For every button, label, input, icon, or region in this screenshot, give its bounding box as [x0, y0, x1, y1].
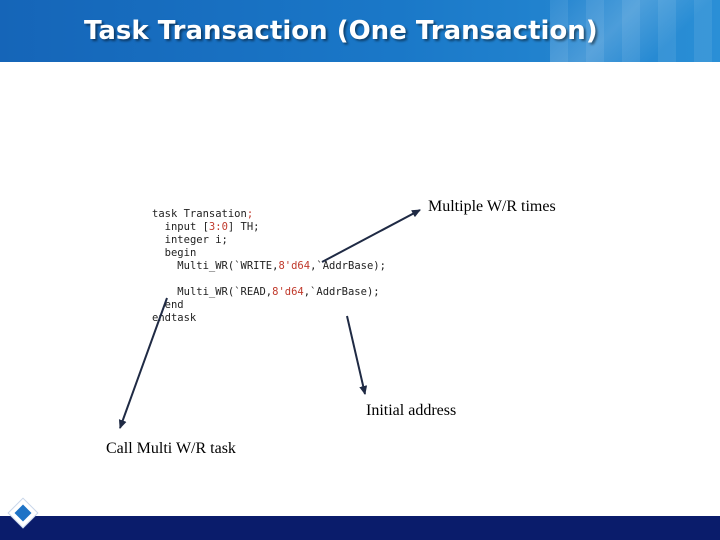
code-line: end [164, 299, 184, 311]
footer-bar [0, 516, 720, 540]
title-bar-decoration [550, 0, 720, 62]
label-multiple-wr-times: Multiple W/R times [428, 198, 556, 215]
label-initial-address: Initial address [366, 402, 457, 419]
code-snippet: task Transation; input [3:0] TH; integer… [152, 208, 386, 325]
label-call-multi-wr-task: Call Multi W/R task [106, 440, 236, 457]
arrow-call-multi-wr-task [118, 297, 168, 429]
arrow-multiple-wr-times [321, 209, 421, 263]
code-line: Multi_WR(`READ,8'd64,`AddrBase); [177, 286, 380, 298]
code-line: endtask [152, 312, 197, 324]
title-bar: Task Transaction (One Transaction) [0, 0, 720, 62]
slide-title: Task Transaction (One Transaction) [84, 16, 598, 46]
arrow-initial-address [346, 315, 368, 395]
code-line: task Transation; [152, 208, 254, 220]
code-line: input [3:0] TH; [164, 221, 260, 233]
code-line: Multi_WR(`WRITE,8'd64,`AddrBase); [177, 260, 386, 272]
code-line: begin [164, 247, 197, 259]
code-line: integer i; [164, 234, 228, 246]
